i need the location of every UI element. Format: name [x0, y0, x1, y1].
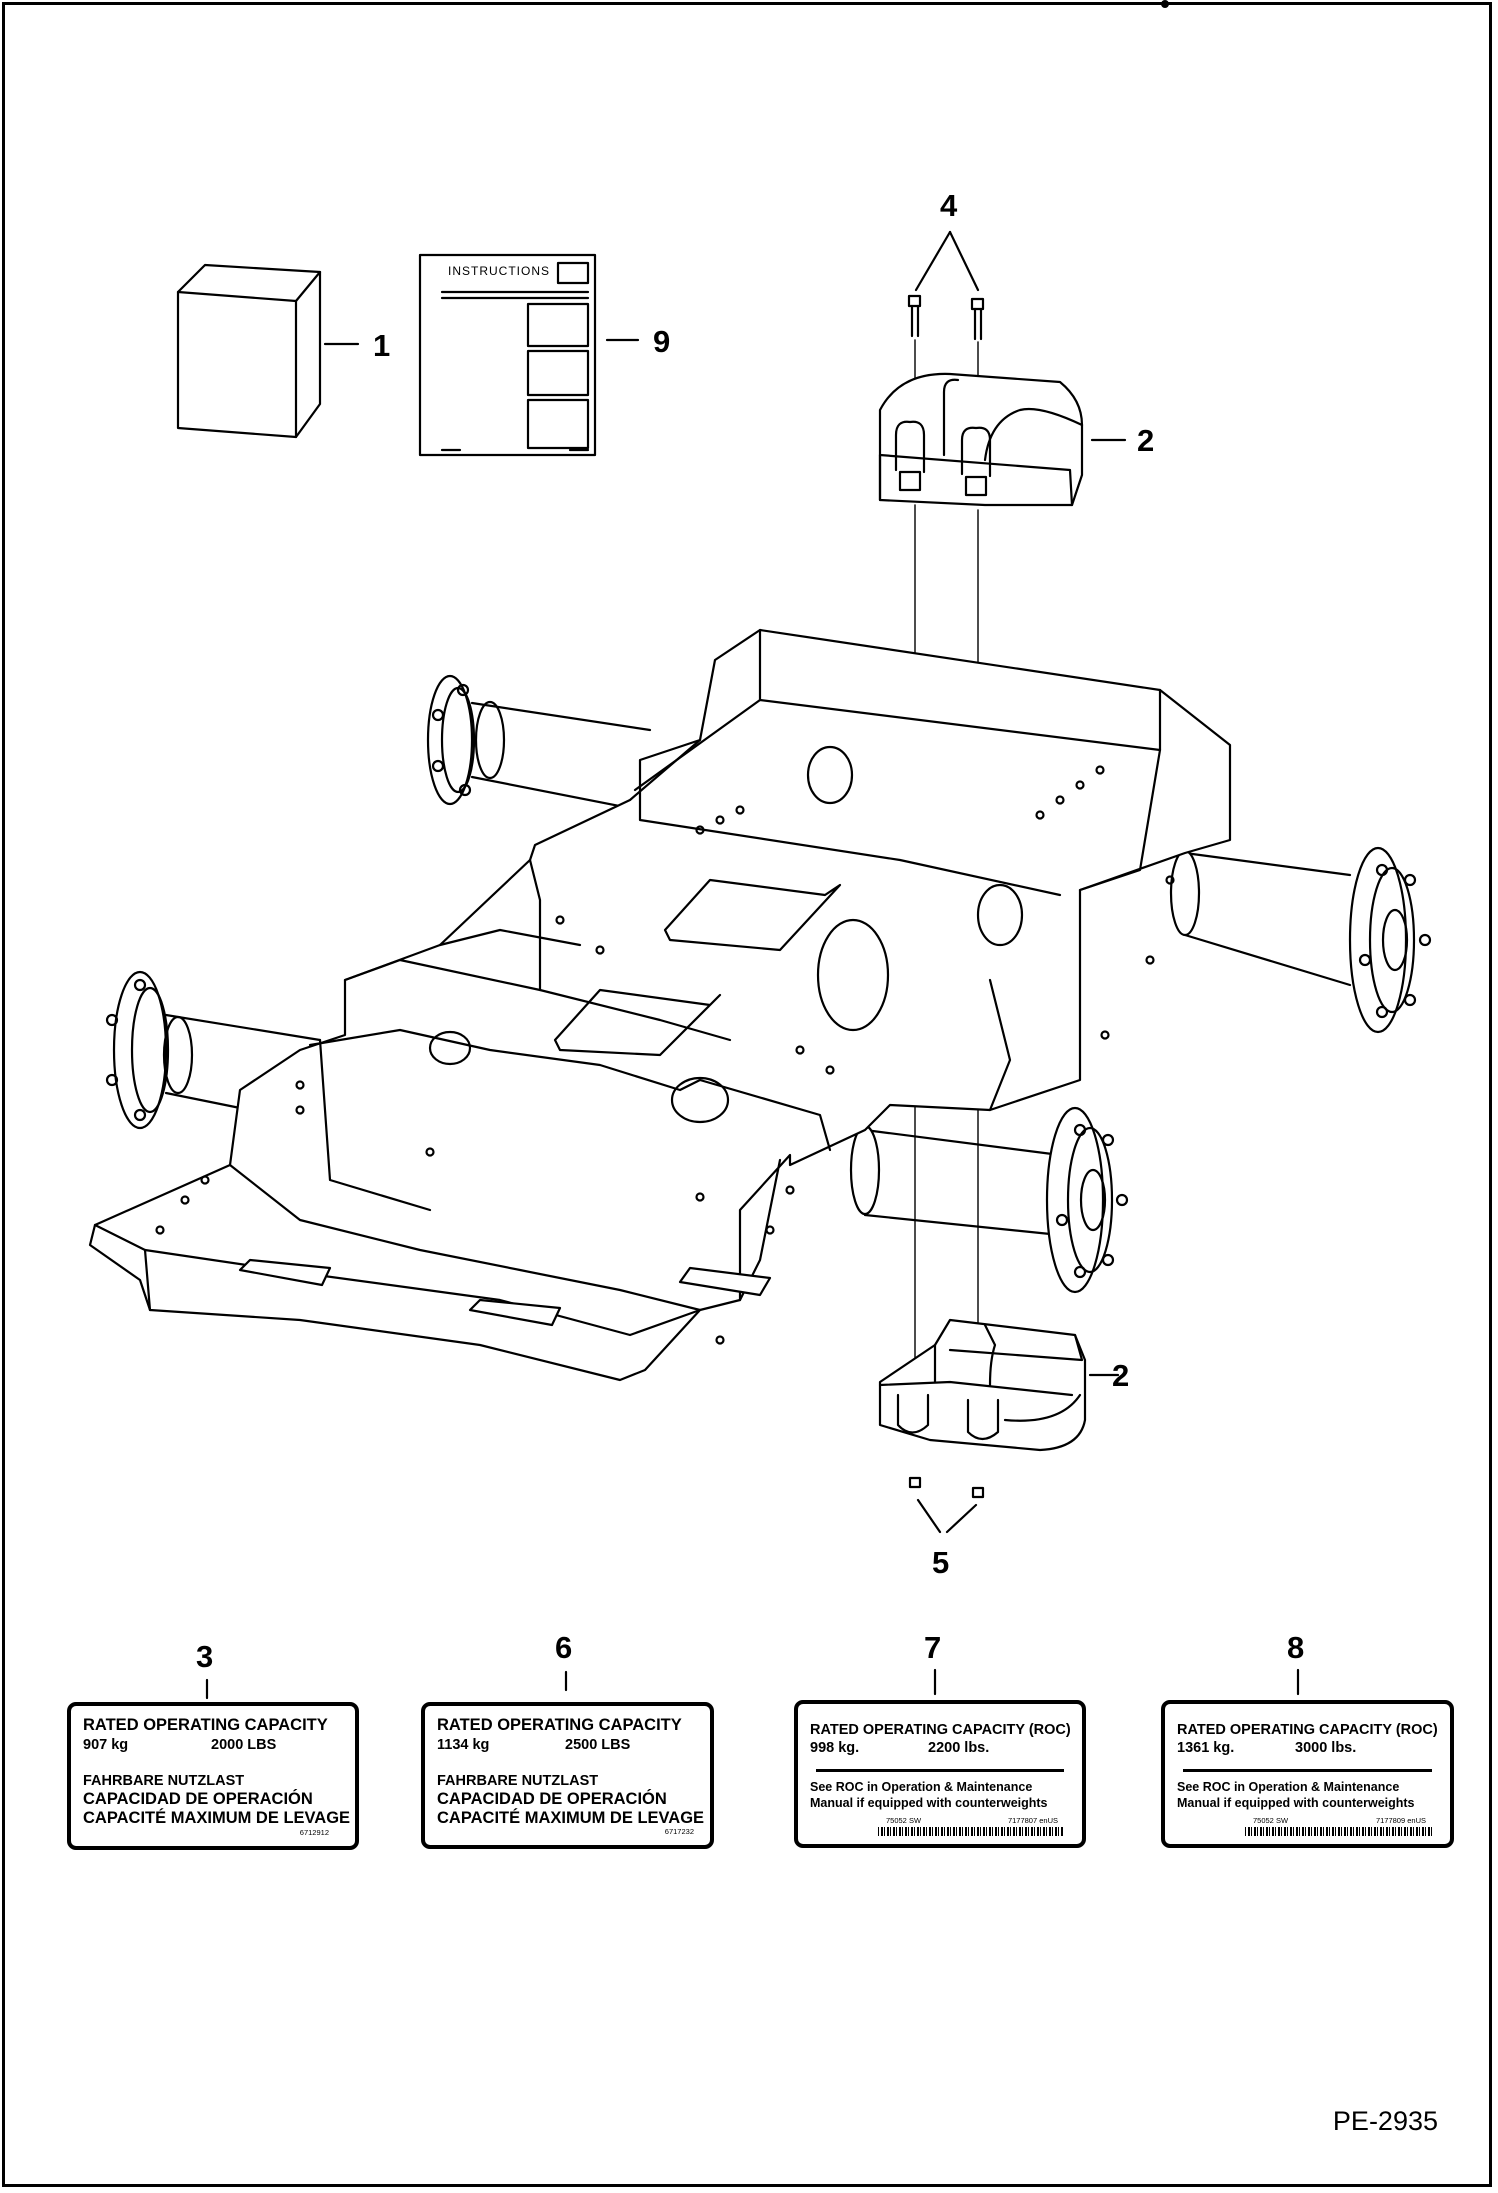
decal-6: RATED OPERATING CAPACITY 1134 kg 2500 LB… [421, 1702, 714, 1849]
counterweight-upper [878, 372, 1127, 507]
decal-imperial: 2200 lbs. [928, 1740, 990, 1756]
decal-part-number: 7177807 enUS [1007, 1816, 1058, 1825]
callout-7: 7 [924, 1630, 942, 1665]
decal-line2: Manual if equipped with counterweights [1177, 1796, 1415, 1810]
decal-8: RATED OPERATING CAPACITY (ROC) 1361 kg. … [1161, 1700, 1454, 1848]
decal-line2: CAPACIDAD DE OPERACIÓN [437, 1790, 667, 1808]
box-item [176, 263, 360, 439]
decal-barcode [878, 1827, 1064, 1836]
decal-imperial: 3000 lbs. [1295, 1740, 1357, 1756]
decal-metric: 907 kg [83, 1737, 129, 1753]
decal-leaders [205, 1668, 1300, 1700]
callout-3: 3 [196, 1639, 214, 1674]
callout-6: 6 [555, 1630, 573, 1665]
counterweight-lower [878, 1318, 1120, 1452]
decal-barcode [1245, 1827, 1432, 1836]
decal-divider [1183, 1769, 1432, 1772]
decal-line1: See ROC in Operation & Maintenance [1177, 1780, 1400, 1794]
decal-part-number: 6717232 [664, 1827, 694, 1836]
decal-title: RATED OPERATING CAPACITY [437, 1716, 682, 1734]
callout-5: 5 [932, 1545, 950, 1580]
decal-3: RATED OPERATING CAPACITY 907 kg 2000 LBS… [67, 1702, 359, 1850]
decal-line3: CAPACITÉ MAXIMUM DE LEVAGE [437, 1809, 705, 1827]
callout-8: 8 [1287, 1630, 1305, 1665]
decal-line3: CAPACITÉ MAXIMUM DE LEVAGE [83, 1809, 351, 1827]
decal-line1: FAHRBARE NUTZLAST [83, 1773, 245, 1789]
decal-line1: See ROC in Operation & Maintenance [810, 1780, 1033, 1794]
decal-imperial: 2000 LBS [211, 1737, 277, 1753]
instructions-label: INSTRUCTIONS [448, 264, 550, 278]
decal-part-number: 6712912 [299, 1828, 329, 1837]
instruction-sheet [418, 253, 640, 457]
decal-line1: FAHRBARE NUTZLAST [437, 1773, 599, 1789]
decal-8-placeholder [1161, 0, 1169, 8]
callout-2-upper: 2 [1137, 423, 1155, 458]
callout-1: 1 [373, 328, 391, 363]
decal-divider [816, 1769, 1064, 1772]
decal-title: RATED OPERATING CAPACITY (ROC) [1177, 1722, 1438, 1738]
callout-4: 4 [940, 188, 958, 223]
decal-metric: 1134 kg [437, 1737, 490, 1753]
drawing-code: PE-2935 [1332, 2106, 1438, 2136]
decal-7: RATED OPERATING CAPACITY (ROC) 998 kg. 2… [794, 1700, 1086, 1848]
decal-code: 75052 SW [1253, 1816, 1289, 1825]
decal-title: RATED OPERATING CAPACITY [83, 1716, 328, 1734]
decal-metric: 998 kg. [810, 1740, 860, 1756]
decal-title: RATED OPERATING CAPACITY (ROC) [810, 1722, 1071, 1738]
decal-imperial: 2500 LBS [565, 1737, 631, 1753]
decal-line2: CAPACIDAD DE OPERACIÓN [83, 1790, 313, 1808]
callout-2-lower: 2 [1112, 1358, 1130, 1393]
chassis-frame [88, 628, 1432, 1382]
callout-9: 9 [653, 324, 671, 359]
decal-metric: 1361 kg. [1177, 1740, 1235, 1756]
decal-code: 75052 SW [886, 1816, 922, 1825]
bolts [907, 230, 985, 381]
decal-part-number: 7177809 enUS [1375, 1816, 1426, 1825]
decal-line2: Manual if equipped with counterweights [810, 1796, 1048, 1810]
nuts [908, 1476, 985, 1534]
